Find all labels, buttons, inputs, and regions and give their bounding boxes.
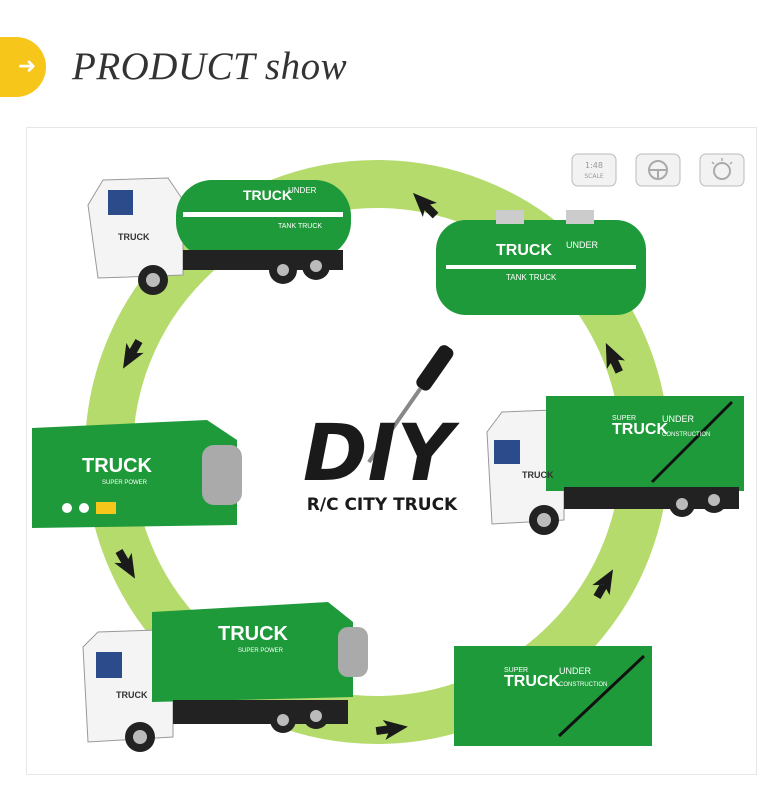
section-title: PRODUCT show <box>72 45 348 88</box>
cycle-arrows <box>114 192 625 740</box>
header-badge <box>0 37 46 97</box>
container-box: SUPER TRUCK UNDER CONSTRUCTION <box>454 646 652 746</box>
arrow-icon <box>412 192 439 219</box>
cab-brand: TRUCK <box>118 232 150 242</box>
garbage-cab-brand: TRUCK <box>116 690 148 700</box>
garbage-truck: TRUCK SUPER POWER TRUCK <box>82 602 368 752</box>
box-tag: UNDER <box>559 666 592 676</box>
feature-badges: 1:48 SCALE <box>571 153 745 187</box>
container-brand: TRUCK <box>612 421 668 438</box>
arrow-icon <box>592 569 613 600</box>
box-brand: TRUCK <box>504 673 560 690</box>
box-top: SUPER <box>504 667 528 674</box>
screwdriver-icon <box>367 345 454 464</box>
garbage-body: TRUCK SUPER POWER <box>32 420 242 528</box>
arrow-icon <box>114 548 135 579</box>
tank-truck: TRUCK UNDER TANK TRUCK TRUCK <box>87 177 351 295</box>
product-panel <box>26 127 757 775</box>
tank-brand: TRUCK <box>243 187 292 203</box>
diy-subtitle: R/C CITY TRUCK <box>307 495 458 515</box>
tank-tag: UNDER <box>288 186 317 195</box>
section-header: ➜ PRODUCT show <box>0 0 770 120</box>
scale-label: SCALE <box>584 173 603 180</box>
tank-body-sub: TANK TRUCK <box>506 273 557 282</box>
container-truck: SUPER TRUCK UNDER CONSTRUCTION TRUCK <box>486 396 744 535</box>
garbage-brand: TRUCK <box>218 623 289 645</box>
tank-body: TRUCK UNDER TANK TRUCK <box>436 210 646 315</box>
tank-body-tag: UNDER <box>566 240 599 250</box>
garbage-body-sub: SUPER POWER <box>102 480 148 486</box>
diy-text: DIY <box>303 409 461 499</box>
tank-body-brand: TRUCK <box>496 242 552 259</box>
container-top: SUPER <box>612 415 636 422</box>
light-icon <box>699 153 745 187</box>
container-tag: UNDER <box>662 414 695 424</box>
garbage-body-brand: TRUCK <box>82 455 153 477</box>
container-sub: CONSTRUCTION <box>662 432 710 438</box>
chevron-right-icon: ➜ <box>17 54 37 79</box>
arrow-icon <box>375 720 408 740</box>
scale-badge-icon: 1:48 SCALE <box>571 153 617 187</box>
arrow-icon <box>605 342 625 374</box>
scale-ratio: 1:48 <box>585 161 603 170</box>
diy-logo: DIY R/C CITY TRUCK <box>303 345 461 515</box>
arrow-icon <box>123 338 144 369</box>
steering-wheel-icon <box>635 153 681 187</box>
container-cab-brand: TRUCK <box>522 470 554 480</box>
garbage-sub: SUPER POWER <box>238 648 284 654</box>
box-sub: CONSTRUCTION <box>559 682 607 688</box>
tank-sub: TANK TRUCK <box>278 223 322 230</box>
